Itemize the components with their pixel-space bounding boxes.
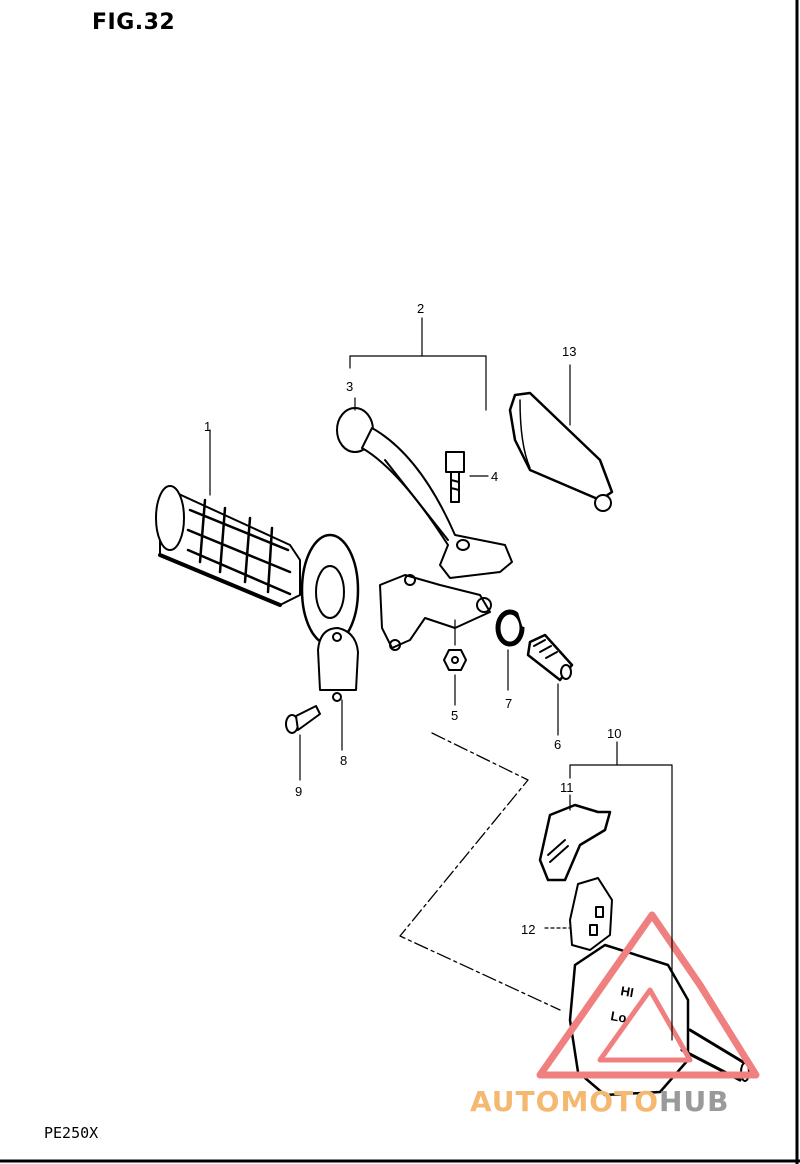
callout-7: 7 xyxy=(505,696,513,711)
switch-plate xyxy=(569,877,613,951)
watermark-triangle xyxy=(536,911,760,1079)
grip-clamp xyxy=(317,627,359,702)
callout-13: 13 xyxy=(562,344,577,359)
leader-lines xyxy=(209,317,673,1041)
switch-markings: HI Lo xyxy=(609,983,634,1026)
cable-adjuster xyxy=(526,633,574,682)
switch-knob xyxy=(538,803,612,882)
grip xyxy=(155,485,360,647)
cable-routing xyxy=(399,732,561,1011)
callout-12: 12 xyxy=(521,922,536,937)
lever-holder xyxy=(379,574,492,651)
clutch-lever xyxy=(336,407,513,579)
lock-ring xyxy=(495,609,526,647)
callout-6: 6 xyxy=(554,737,562,752)
callout-1: 1 xyxy=(204,419,212,434)
nut xyxy=(443,649,467,671)
callout-9: 9 xyxy=(295,784,303,799)
callout-3: 3 xyxy=(346,379,354,394)
watermark-logo: AUTOMOTOHUB xyxy=(470,1085,730,1118)
lever-bolt xyxy=(445,451,465,503)
callout-4: 4 xyxy=(491,469,499,484)
callout-5: 5 xyxy=(451,708,459,723)
model-code: PE250X xyxy=(44,1124,99,1142)
callout-11: 11 xyxy=(560,780,574,795)
callout-10: 10 xyxy=(607,726,622,741)
screw xyxy=(285,705,321,734)
watermark-part2: HUB xyxy=(659,1085,730,1118)
switch-lo-marking: Lo xyxy=(609,1008,627,1026)
figure-title: FIG.32 xyxy=(92,10,176,35)
watermark-part1: AUTOMOTO xyxy=(470,1085,660,1118)
lever-cover xyxy=(508,391,614,512)
callout-2: 2 xyxy=(417,301,425,316)
switch-hi-marking: HI xyxy=(619,983,634,1000)
callout-8: 8 xyxy=(340,753,348,768)
